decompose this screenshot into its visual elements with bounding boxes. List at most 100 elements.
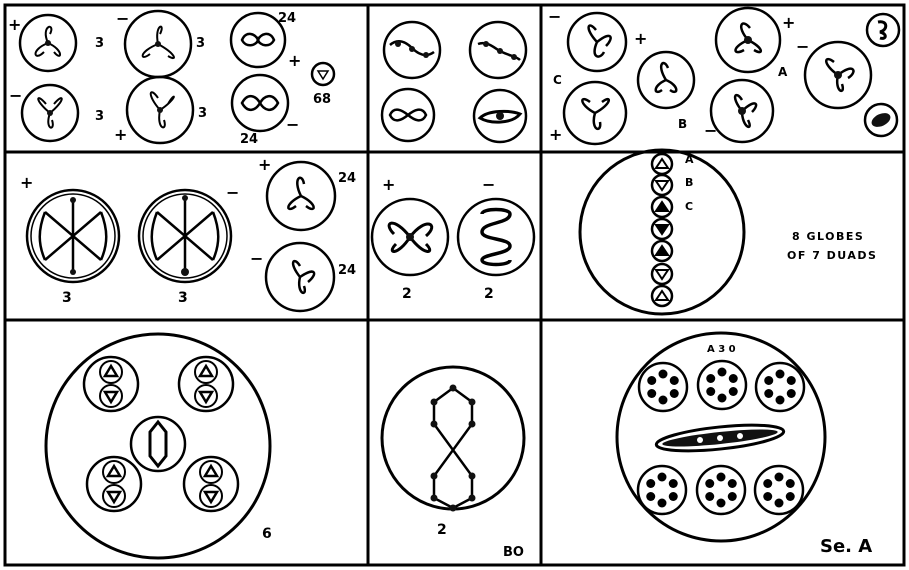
- duad-circle: [652, 241, 672, 261]
- mini-globe: [179, 357, 233, 411]
- globe-p2-tr: [470, 22, 526, 78]
- ring-globe: [697, 466, 745, 514]
- label-p6-a: A: [685, 153, 694, 166]
- globe-p4-right-lower: [266, 243, 334, 311]
- globe-p3-2: [564, 82, 626, 144]
- mini-globes: [84, 357, 238, 511]
- sign-p4-plus-1: +: [20, 173, 33, 192]
- duad-circle: [652, 264, 672, 284]
- label-c: C: [553, 73, 562, 87]
- globe-p2-bl: [382, 89, 434, 141]
- sign-p5-minus: −: [482, 175, 495, 194]
- center-globe-p7: [131, 417, 185, 471]
- sign-p4-minus-2: −: [250, 249, 263, 268]
- label-p9-a30: A 3 0: [707, 344, 736, 355]
- globe-p4-middle: [139, 190, 231, 282]
- sign-minus-1: −: [9, 86, 22, 105]
- duad-circle: [652, 197, 672, 217]
- ring-globe: [755, 466, 803, 514]
- label-p7-6: 6: [262, 526, 272, 542]
- globe-p5-right: [458, 199, 534, 275]
- label-p4-3b: 3: [178, 290, 188, 306]
- label-p5-2a: 2: [402, 286, 412, 302]
- label-p4-24b: 24: [338, 263, 356, 278]
- hourglass-figure: [434, 388, 472, 508]
- duad-circle: [652, 175, 672, 195]
- small-globe-p3-a: [867, 14, 899, 46]
- label-p6-b: B: [685, 176, 693, 189]
- small-globe-p3-b: [865, 104, 897, 136]
- duad-circle: [652, 154, 672, 174]
- sign-p3-6: −: [796, 37, 809, 56]
- label-3-a: 3: [95, 36, 104, 51]
- globe-p4-right-upper: [267, 162, 335, 230]
- sign-plus-3: +: [288, 51, 301, 70]
- sign-minus-2: −: [116, 9, 129, 28]
- mini-globe: [184, 457, 238, 511]
- caption-p6-line1: 8 GLOBES: [792, 230, 864, 243]
- ring-globe: [639, 363, 687, 411]
- sign-p4-minus-1: −: [226, 183, 239, 202]
- sign-p3-4: −: [704, 121, 717, 140]
- sign-plus-1: +: [8, 15, 21, 34]
- label-68: 68: [313, 92, 331, 107]
- globe-3-bottom-left: [22, 85, 78, 141]
- ring-globe: [756, 363, 804, 411]
- globe-p4-left: [27, 190, 119, 282]
- globe-24-upper: [231, 13, 285, 67]
- globe-p3-1: [568, 13, 626, 71]
- caption-p9: Se. A: [820, 536, 872, 557]
- label-3-d: 3: [198, 106, 207, 121]
- label-p8-2: 2: [437, 522, 447, 538]
- label-a: A: [778, 65, 788, 79]
- sign-p3-2: +: [549, 125, 562, 144]
- panel-3: C B A − + + − + −: [548, 7, 899, 144]
- duad-chain: [652, 154, 672, 306]
- duad-circle: [652, 219, 672, 239]
- label-24-upper: 24: [278, 11, 296, 26]
- globe-3-bottom-middle: [127, 77, 193, 143]
- label-24-lower: 24: [240, 132, 258, 147]
- globe-p3-3: [638, 52, 694, 108]
- sign-plus-2: +: [114, 125, 127, 144]
- globe-24-lower: [232, 75, 288, 131]
- sign-minus-3: −: [286, 115, 299, 134]
- sign-p3-5: +: [782, 13, 795, 32]
- panel-2: [382, 22, 526, 142]
- label-3-b: 3: [95, 109, 104, 124]
- small-globe-68: [312, 63, 334, 85]
- sign-p5-plus: +: [382, 175, 395, 194]
- caption-p6-line2: OF 7 DUADS: [787, 249, 877, 262]
- panel-7: 6: [46, 334, 272, 558]
- panel-9: A 3 0 Se. A: [617, 333, 872, 557]
- globe-p2-br: [474, 90, 526, 142]
- panel-5: 2 2 + −: [372, 175, 534, 302]
- label-3-c: 3: [196, 36, 205, 51]
- sign-p3-3: +: [634, 29, 647, 48]
- ring-globe: [698, 361, 746, 409]
- label-p4-3a: 3: [62, 290, 72, 306]
- globe-3-top-middle: [125, 11, 191, 77]
- label-b: B: [678, 117, 687, 131]
- duad-circle: [652, 286, 672, 306]
- globe-p3-5: [711, 80, 773, 142]
- ring-globe: [638, 466, 686, 514]
- globe-p3-6: [805, 42, 871, 108]
- mini-globe: [84, 357, 138, 411]
- central-spindle: [655, 420, 785, 455]
- label-p5-2b: 2: [484, 286, 494, 302]
- sign-p3-1: −: [548, 7, 561, 26]
- globe-3-top-left: [20, 15, 76, 71]
- label-p4-24a: 24: [338, 171, 356, 186]
- label-p6-c: C: [685, 200, 693, 213]
- panel-4: 3 3 24 24 + − + −: [20, 155, 356, 311]
- panel-1: 3 3 3 3 24 24 68 + − − + + −: [8, 9, 334, 147]
- panel-6: A B C 8 GLOBES OF 7 DUADS: [580, 150, 877, 314]
- sign-p4-plus-2: +: [258, 155, 271, 174]
- globe-p2-tl: [384, 22, 440, 78]
- panel-8: 2 BO: [382, 367, 524, 560]
- mini-globe: [87, 457, 141, 511]
- globe-p5-left: [372, 199, 448, 275]
- big-globe-p7: [46, 334, 270, 558]
